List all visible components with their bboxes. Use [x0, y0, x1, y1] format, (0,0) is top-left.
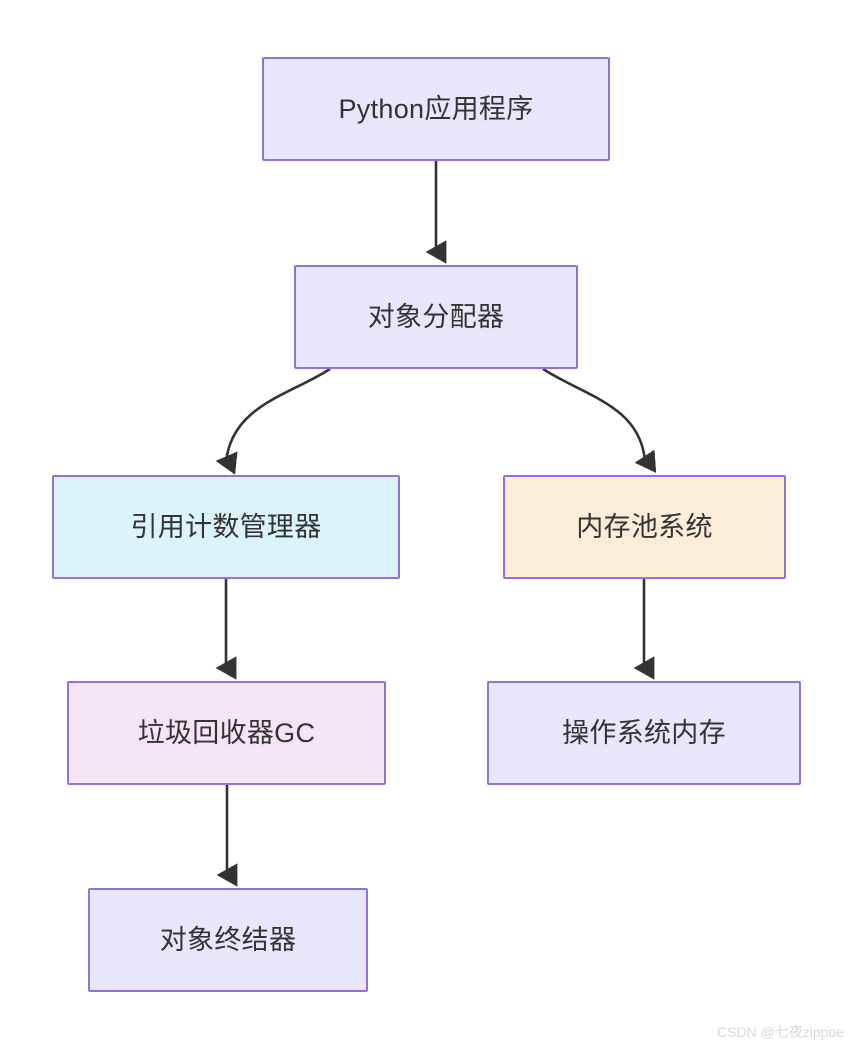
node-python-app[interactable]: Python应用程序	[262, 57, 610, 161]
node-refcount-manager[interactable]: 引用计数管理器	[52, 475, 400, 579]
node-label: 对象分配器	[367, 301, 505, 332]
node-garbage-collector[interactable]: 垃圾回收器GC	[67, 681, 386, 785]
edge-allocator-to-pool	[542, 367, 657, 473]
node-object-allocator[interactable]: 对象分配器	[294, 265, 578, 369]
edge-allocator-to-refcount	[215, 367, 331, 475]
node-os-memory[interactable]: 操作系统内存	[487, 681, 801, 785]
node-label: 垃圾回收器GC	[137, 717, 316, 748]
node-memory-pool-system[interactable]: 内存池系统	[503, 475, 786, 579]
node-object-finalizer[interactable]: 对象终结器	[88, 888, 368, 992]
node-label: 对象终结器	[159, 924, 297, 955]
node-label: 操作系统内存	[562, 717, 726, 748]
node-label: Python应用程序	[338, 93, 534, 124]
node-label: 引用计数管理器	[130, 511, 322, 542]
watermark-text: CSDN @七夜zippoe	[716, 1024, 844, 1040]
node-label: 内存池系统	[576, 511, 713, 542]
